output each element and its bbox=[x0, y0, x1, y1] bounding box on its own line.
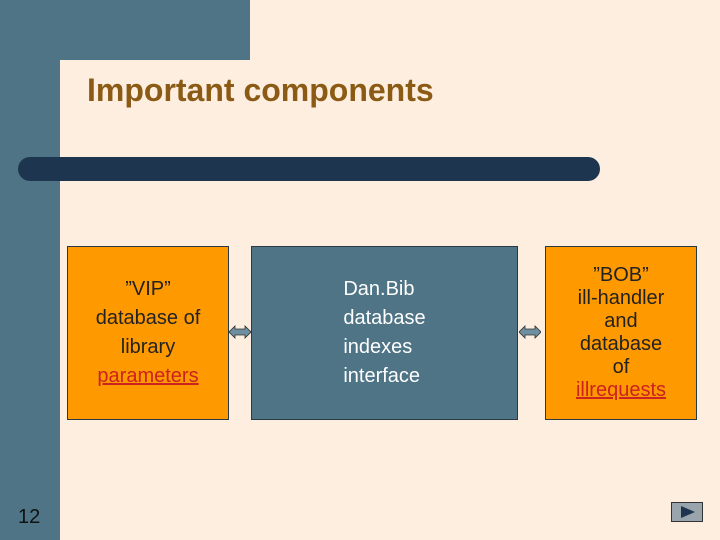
page-number: 12 bbox=[18, 506, 41, 528]
bob-line-3: and bbox=[604, 310, 638, 332]
vip-line-1: ”VIP” bbox=[125, 278, 171, 300]
bob-component-box: ”BOB” ill-handler and database of illreq… bbox=[545, 246, 697, 420]
vip-line-3: library bbox=[120, 336, 176, 358]
parameters-link[interactable]: parameters bbox=[97, 365, 199, 387]
next-slide-button[interactable] bbox=[671, 502, 703, 522]
bob-line-4: database bbox=[579, 333, 663, 355]
danbib-line-1: Dan.Bib bbox=[343, 278, 415, 300]
bob-line-2: ill-handler bbox=[577, 287, 665, 309]
double-arrow-icon bbox=[229, 325, 251, 339]
bob-line-1: ”BOB” bbox=[593, 264, 649, 286]
illrequests-link[interactable]: illrequests bbox=[575, 379, 667, 401]
danbib-line-2: database bbox=[343, 307, 426, 329]
slide-title: Important components bbox=[87, 72, 434, 108]
bob-line-5: of bbox=[612, 356, 630, 378]
left-sidebar-bar bbox=[0, 0, 60, 540]
danbib-line-3: indexes bbox=[343, 336, 413, 358]
top-left-block bbox=[0, 0, 250, 60]
double-arrow-icon bbox=[519, 325, 541, 339]
title-divider-bar bbox=[18, 157, 600, 181]
vip-component-box: ”VIP” database of library parameters bbox=[67, 246, 229, 420]
vip-line-2: database of bbox=[95, 307, 201, 329]
danbib-line-4: interface bbox=[343, 365, 421, 387]
play-next-icon bbox=[681, 506, 695, 518]
danbib-component-box: Dan.Bib database indexes interface bbox=[251, 246, 518, 420]
